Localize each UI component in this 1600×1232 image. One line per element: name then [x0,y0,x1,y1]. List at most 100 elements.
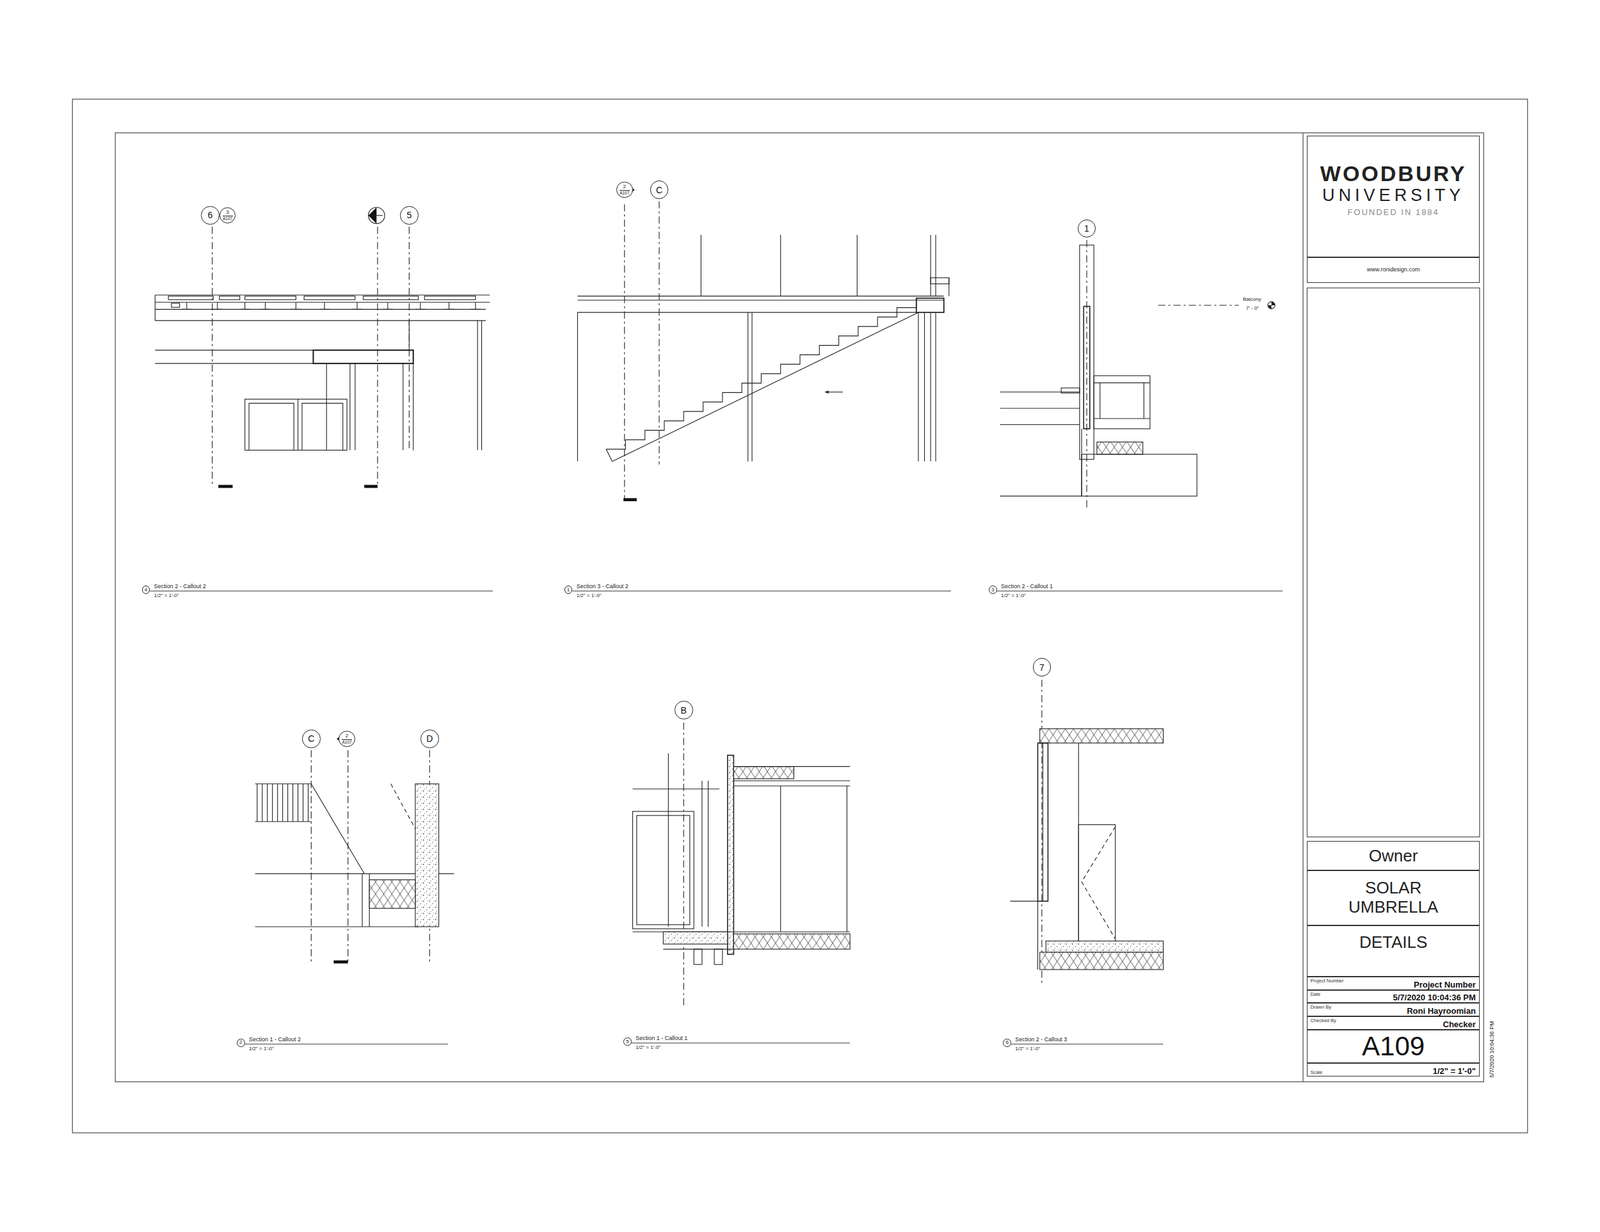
balcony-section-detail [1086,240,1087,511]
sheet-reference: A107 [222,216,233,222]
wall-floor-detail [663,931,728,944]
balcony-section-detail [1267,301,1275,309]
view-title: Section 1 - Callout 2 [248,1036,301,1043]
roof-section-detail [181,302,481,310]
website-box: www.ronidesign.com [1306,257,1480,283]
sheet-frame [1306,288,1480,838]
roof-wall-detail [1078,824,1115,945]
balcony-section-detail [1158,304,1240,306]
view-scale: 1/2" = 1'-0" [1000,593,1026,599]
roof-section-detail [154,295,490,296]
owner-box: Owner [1306,840,1480,871]
field-label: Project Number [1310,978,1344,984]
stair-wall-detail [415,784,440,927]
balcony-section-detail [1081,454,1197,496]
roof-section-detail [481,320,482,450]
view-title: Section 2 - Callout 2 [154,583,207,590]
roof-section-detail [154,350,313,351]
stair-section-detail [747,312,749,462]
logo-wordmark: UNIVERSITY [1322,186,1465,205]
view-number-circle: 4Section 2 - Callout 21/2" = 1'-0" [142,585,151,594]
stair-section-detail [935,234,936,297]
view-title: Section 2 - Callout 3 [1015,1036,1067,1043]
wall-floor-detail [683,722,685,1006]
roof-section-detail [363,296,419,301]
balcony-section-detail [1080,428,1082,496]
sheet-frame [72,99,1528,1133]
sheet-frame [72,99,1528,1133]
stair-section-detail [780,234,781,297]
view-title-line [1011,1043,1164,1045]
roof-section-detail [297,399,299,451]
stair-wall-detail [369,880,416,909]
balcony-section-detail [1000,496,1083,497]
roof-section-detail [370,215,383,216]
stair-section-detail [606,298,917,450]
level-elevation: 7' - 0" [1246,305,1259,312]
grid-label: 6 [208,210,214,220]
view-number: 6 [1005,1040,1008,1046]
sheet-number: A109 [1361,1032,1425,1060]
balcony-section-detail [1000,424,1080,425]
roof-section-detail [326,363,328,451]
view-title: Section 2 - Callout 1 [1000,583,1053,590]
view-scale: 1/2" = 1'-0" [576,593,602,599]
title-row: Date5/7/2020 10:04:36 PM [1306,990,1480,1004]
view-scale: 1/2" = 1'-0" [154,593,180,599]
view-title-line [572,590,952,592]
balcony-section-detail [1093,417,1151,419]
wall-floor-detail [733,766,794,779]
balcony-section-detail [1061,387,1080,393]
balcony-section-detail [1099,382,1101,419]
stair-section-detail [752,312,753,462]
roof-section-detail [364,485,378,489]
stair-section-detail [577,295,944,297]
balcony-section-detail [1000,240,1276,511]
grid-bubble: C [650,180,669,200]
view-number-circle: 5Section 1 - Callout 11/2" = 1'-0" [623,1037,632,1046]
roof-section-detail [245,296,297,301]
detail-number: 3 [222,209,233,217]
website-url: www.ronidesign.com [1367,266,1421,273]
wall-floor-detail [733,933,850,950]
balcony-section-detail [1143,382,1145,419]
roof-wall-detail [1040,728,1164,744]
title-row: Drawn ByRoni Hayroomian [1306,1002,1480,1017]
view-number-circle: 2Section 1 - Callout 21/2" = 1'-0" [236,1038,246,1048]
balcony-section-detail [1093,382,1151,384]
grid-bubble: 1 [1077,219,1097,239]
field-value: 1/2" = 1'-0" [1432,1066,1476,1076]
print-timestamp: 5/7/2020 10:04:36 PM [1488,1020,1495,1078]
field-label: Date [1310,992,1321,998]
grid-bubble: B [674,700,694,720]
stair-wall-detail [311,784,365,874]
field-label: Scale [1310,1070,1323,1076]
field-label: Checked By [1310,1018,1336,1024]
roof-wall-detail [1045,940,1163,953]
grid-bubble: 6 [200,206,220,225]
logo-wordmark: WOODBURY [1320,162,1467,185]
grid-label: C [307,734,315,744]
stair-section-detail [948,277,950,297]
grid-label: B [680,705,687,715]
detail-number: 2 [341,733,352,740]
title-row: Checked ByChecker [1306,1016,1480,1030]
stair-section-detail [930,277,950,285]
roof-wall-detail [1040,952,1164,970]
balcony-section-detail [1000,407,1080,409]
stair-section-detail [623,497,637,502]
stair-section-detail [606,449,613,462]
roof-wall-detail [1009,679,1163,986]
grid-label: D [426,734,433,744]
grid-label: 5 [406,210,412,220]
stair-section-detail [824,390,829,394]
view-number: 1 [567,587,570,593]
wall-floor-detail [780,785,781,932]
view-number-circle: 1Section 3 - Callout 21/2" = 1'-0" [564,585,573,594]
roof-section-detail [312,350,413,364]
roof-section-detail [424,296,476,301]
wall-floor-detail [636,815,690,925]
roof-section-detail [168,296,214,301]
project-name-box: SOLAR UMBRELLA [1306,870,1480,926]
section-marker: 2A107 [616,181,633,199]
